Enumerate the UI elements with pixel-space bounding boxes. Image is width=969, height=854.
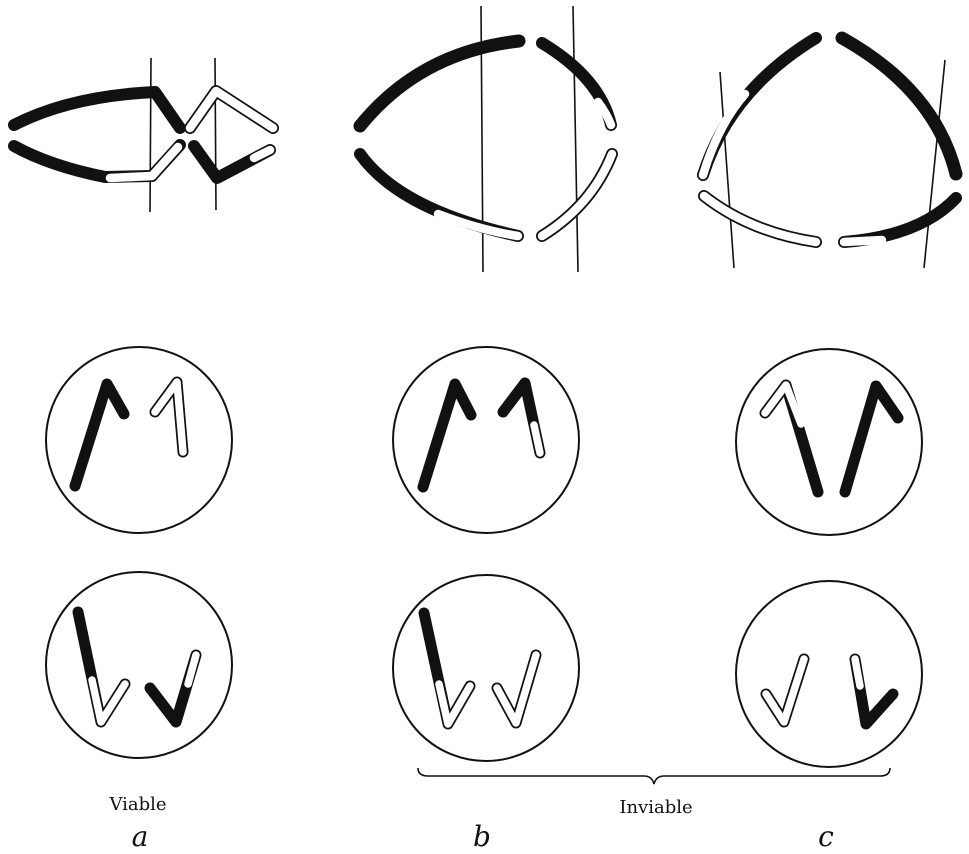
cell-a-upper bbox=[46, 347, 232, 533]
chromosome-b-bottom-left bbox=[360, 154, 518, 236]
chromosome-c-top-right bbox=[842, 38, 956, 174]
spindle-lines-a bbox=[150, 58, 216, 212]
chromosome-a-top-left bbox=[14, 92, 180, 128]
label-b: b bbox=[473, 820, 491, 853]
cell-a-lower bbox=[46, 572, 232, 758]
chromosome-a-top-right bbox=[190, 91, 273, 128]
label-a: a bbox=[132, 820, 149, 853]
chromosomes-b-lower bbox=[424, 613, 536, 724]
chromosomes-b-upper bbox=[423, 383, 540, 487]
chromosome-a-bottom-right bbox=[194, 146, 270, 178]
chromosomes-c-upper bbox=[765, 385, 898, 492]
chromosome-c-bottom-right bbox=[844, 198, 956, 242]
chromosomes-a-upper bbox=[75, 382, 183, 486]
label-c: c bbox=[818, 820, 834, 853]
cell-c-upper bbox=[736, 349, 922, 535]
inviable-brace bbox=[418, 768, 890, 784]
chromosomes-a-lower bbox=[78, 612, 196, 722]
chromosome-c-top-left bbox=[703, 38, 816, 175]
label-viable: Viable bbox=[108, 794, 166, 815]
chromosomes-c-lower bbox=[766, 659, 893, 724]
label-inviable: Inviable bbox=[619, 797, 692, 818]
chromosome-b-top-left bbox=[360, 41, 519, 126]
chromosome-c-bottom-left bbox=[704, 196, 816, 242]
cell-b-upper bbox=[393, 347, 579, 533]
cell-b-lower bbox=[393, 575, 579, 761]
chromosome-b-top-right bbox=[542, 43, 611, 125]
chromosome-a-bottom-left bbox=[14, 145, 180, 178]
cell-c-lower bbox=[736, 581, 922, 767]
